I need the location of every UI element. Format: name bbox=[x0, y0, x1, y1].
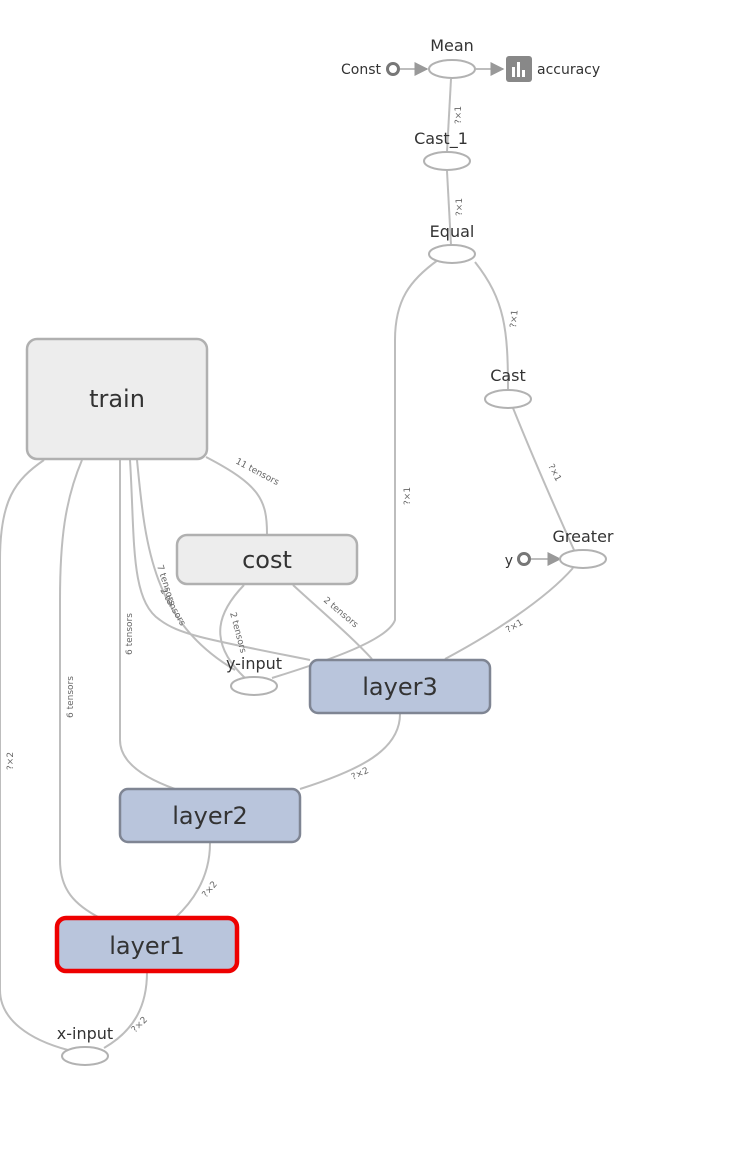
node-cost-label: cost bbox=[242, 546, 292, 574]
node-layer3[interactable]: layer3 bbox=[308, 658, 492, 715]
node-accuracy[interactable]: accuracy bbox=[506, 56, 600, 82]
node-y-input[interactable]: y-input bbox=[226, 654, 282, 696]
node-greater-label: Greater bbox=[553, 527, 614, 546]
node-mean[interactable]: Mean bbox=[428, 36, 476, 79]
node-equal-label: Equal bbox=[430, 222, 475, 241]
edge-train-yinput bbox=[136, 459, 236, 671]
edge-layer1-layer2 bbox=[174, 842, 211, 919]
edge-label-layer3-greater: ?×1 bbox=[505, 618, 526, 636]
edge-label-cost-layer3: 2 tensors bbox=[321, 596, 360, 631]
edge-label-train-xinput: ?×2 bbox=[6, 752, 16, 770]
node-cast[interactable]: Cast bbox=[484, 366, 532, 409]
edge-label-train-layer1: 6 tensors bbox=[66, 676, 76, 718]
edge-cast-equal bbox=[474, 261, 509, 391]
node-train-label: train bbox=[89, 385, 145, 413]
edge-label-layer1-layer2: ?×2 bbox=[201, 880, 220, 900]
node-x-input-label: x-input bbox=[57, 1024, 113, 1043]
node-y-label: y bbox=[505, 553, 513, 569]
edge-label-cost-train: 11 tensors bbox=[234, 457, 281, 488]
edge-train-layer1 bbox=[59, 459, 101, 919]
edge-label-equal-cast1: ?×1 bbox=[455, 198, 465, 216]
edge-label-layer3-equal: ?×1 bbox=[403, 487, 413, 505]
edge-yinput-equal bbox=[271, 259, 439, 679]
const-icon bbox=[386, 62, 400, 76]
edge-layer3-greater bbox=[444, 567, 574, 660]
node-mean-label: Mean bbox=[430, 36, 474, 55]
edge-xinput-layer1 bbox=[103, 971, 148, 1049]
node-x-input[interactable]: x-input bbox=[57, 1024, 113, 1066]
node-cast-label: Cast bbox=[490, 366, 526, 385]
node-train[interactable]: train bbox=[25, 337, 209, 461]
node-layer1-label: layer1 bbox=[109, 932, 184, 960]
node-cast-1-label: Cast_1 bbox=[414, 129, 468, 149]
edge-train-layer3 bbox=[129, 459, 311, 661]
node-equal[interactable]: Equal bbox=[428, 222, 476, 264]
node-cost[interactable]: cost bbox=[175, 533, 359, 586]
node-const-label: Const bbox=[341, 62, 382, 78]
edges bbox=[0, 62, 575, 1051]
node-layer2-label: layer2 bbox=[172, 802, 247, 830]
edge-equal-cast1 bbox=[446, 170, 452, 246]
node-accuracy-label: accuracy bbox=[537, 62, 600, 78]
edge-layer2-layer3 bbox=[299, 713, 401, 790]
edge-cost-yinput bbox=[219, 584, 246, 679]
edge-cost-layer3 bbox=[292, 584, 373, 660]
node-layer1-selected[interactable]: layer1 bbox=[54, 915, 240, 974]
node-y-input-label: y-input bbox=[226, 654, 282, 673]
node-layer2[interactable]: layer2 bbox=[118, 787, 302, 844]
edge-train-layer2 bbox=[119, 460, 176, 790]
edge-label-greater-cast: ?×1 bbox=[545, 463, 562, 484]
edge-cost-train bbox=[205, 456, 268, 535]
node-const[interactable]: Const bbox=[341, 62, 400, 78]
edge-greater-cast bbox=[512, 407, 575, 551]
edge-label-cast1-mean: ?×1 bbox=[454, 106, 464, 124]
edge-label-cost-yinput: 2 tensors bbox=[227, 611, 248, 654]
node-y[interactable]: y bbox=[505, 552, 531, 569]
edge-label-xinput-layer1: ?×2 bbox=[130, 1015, 150, 1035]
node-greater[interactable]: Greater bbox=[553, 527, 614, 569]
edge-train-xinput bbox=[0, 459, 69, 1051]
placeholder-icon bbox=[517, 552, 531, 566]
edge-label-cast-equal: ?×1 bbox=[509, 309, 521, 328]
node-cast-1[interactable]: Cast_1 bbox=[414, 129, 471, 171]
edge-cast1-mean bbox=[446, 78, 452, 153]
edge-label-train-layer2: 6 tensors bbox=[125, 613, 135, 655]
node-layer3-label: layer3 bbox=[362, 673, 437, 701]
